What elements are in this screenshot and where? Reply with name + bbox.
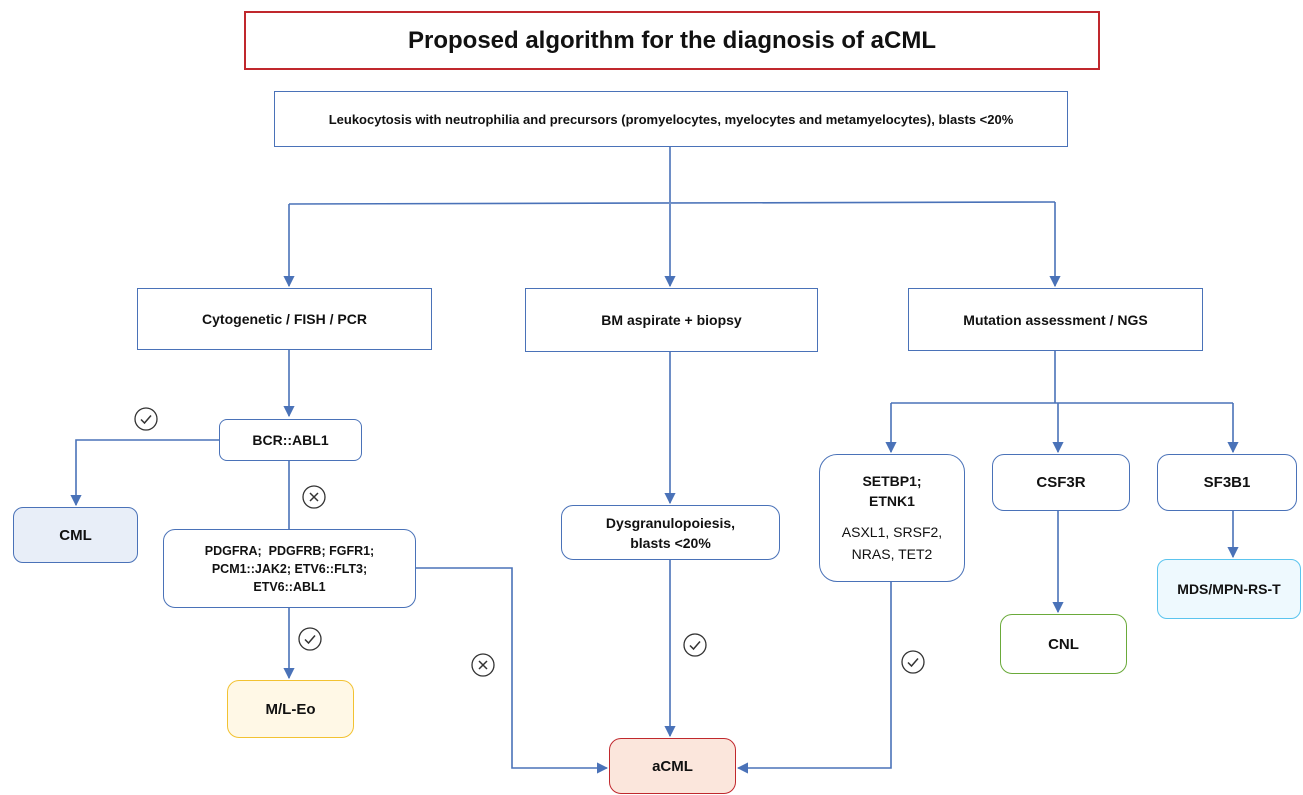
- mds-mpn-rs-t-label: MDS/MPN-RS-T: [1177, 581, 1281, 597]
- start-criteria-box: Leukocytosis with neutrophilia and precu…: [274, 91, 1068, 147]
- secondary-mutations-line-1: ASXL1, SRSF2,: [841, 524, 943, 540]
- check-circle-icon: [683, 633, 707, 657]
- setbp1-line-2: ETNK1: [869, 493, 915, 509]
- cml-box: CML: [13, 507, 138, 563]
- connector-split-bar: [288, 201, 1056, 205]
- check-circle-icon: [298, 627, 322, 651]
- connector-fusions-acml: [416, 567, 609, 774]
- cytogenetic-label: Cytogenetic / FISH / PCR: [202, 311, 367, 327]
- cnl-box: CNL: [1000, 614, 1127, 674]
- setbp1-line-1: SETBP1;: [862, 473, 922, 489]
- check-circle-icon: [134, 407, 158, 431]
- bm-aspirate-label: BM aspirate + biopsy: [601, 312, 742, 328]
- bcr-abl1-label: BCR::ABL1: [252, 432, 329, 448]
- cml-label: CML: [59, 526, 92, 544]
- sf3b1-box: SF3B1: [1157, 454, 1297, 511]
- connector-bcr-cml: [70, 439, 219, 507]
- diagram-title-text: Proposed algorithm for the diagnosis of …: [407, 26, 937, 54]
- x-circle-icon: [471, 653, 495, 677]
- fusion-genes-box: PDGFRA; PDGFRB; FGFR1; PCM1::JAK2; ETV6:…: [163, 529, 416, 608]
- ml-eo-label: M/L-Eo: [265, 700, 316, 718]
- mutation-assessment-label: Mutation assessment / NGS: [963, 311, 1148, 328]
- bcr-abl1-box: BCR::ABL1: [219, 419, 362, 461]
- diagram-title: Proposed algorithm for the diagnosis of …: [244, 11, 1100, 70]
- dysgranulopoiesis-line-1: Dysgranulopoiesis,: [605, 514, 736, 531]
- start-criteria-text: Leukocytosis with neutrophilia and precu…: [328, 111, 1014, 127]
- check-circle-icon: [901, 650, 925, 674]
- x-circle-icon: [302, 485, 326, 509]
- acml-box: aCML: [609, 738, 736, 794]
- ml-eo-box: M/L-Eo: [227, 680, 354, 738]
- bm-aspirate-box: BM aspirate + biopsy: [525, 288, 818, 352]
- secondary-mutations-line-2: NRAS, TET2: [851, 546, 933, 562]
- fusion-genes-line-3: ETV6::ABL1: [253, 579, 326, 594]
- mutation-assessment-box: Mutation assessment / NGS: [908, 288, 1203, 351]
- dysgranulopoiesis-line-2: blasts <20%: [630, 534, 711, 551]
- dysgranulopoiesis-box: Dysgranulopoiesis, blasts <20%: [561, 505, 780, 560]
- cytogenetic-box: Cytogenetic / FISH / PCR: [137, 288, 432, 350]
- acml-label: aCML: [652, 757, 693, 775]
- sf3b1-label: SF3B1: [1203, 474, 1251, 491]
- fusion-genes-line-1: PDGFRA; PDGFRB; FGFR1;: [204, 543, 375, 558]
- cnl-label: CNL: [1048, 635, 1079, 653]
- setbp1-etnk1-box: SETBP1; ETNK1 ASXL1, SRSF2, NRAS, TET2: [819, 454, 965, 582]
- fusion-genes-line-2: PCM1::JAK2; ETV6::FLT3;: [211, 561, 368, 576]
- csf3r-label: CSF3R: [1036, 474, 1086, 491]
- mds-mpn-rs-t-box: MDS/MPN-RS-T: [1157, 559, 1301, 619]
- csf3r-box: CSF3R: [992, 454, 1130, 511]
- connector-setbp1-acml: [736, 582, 892, 774]
